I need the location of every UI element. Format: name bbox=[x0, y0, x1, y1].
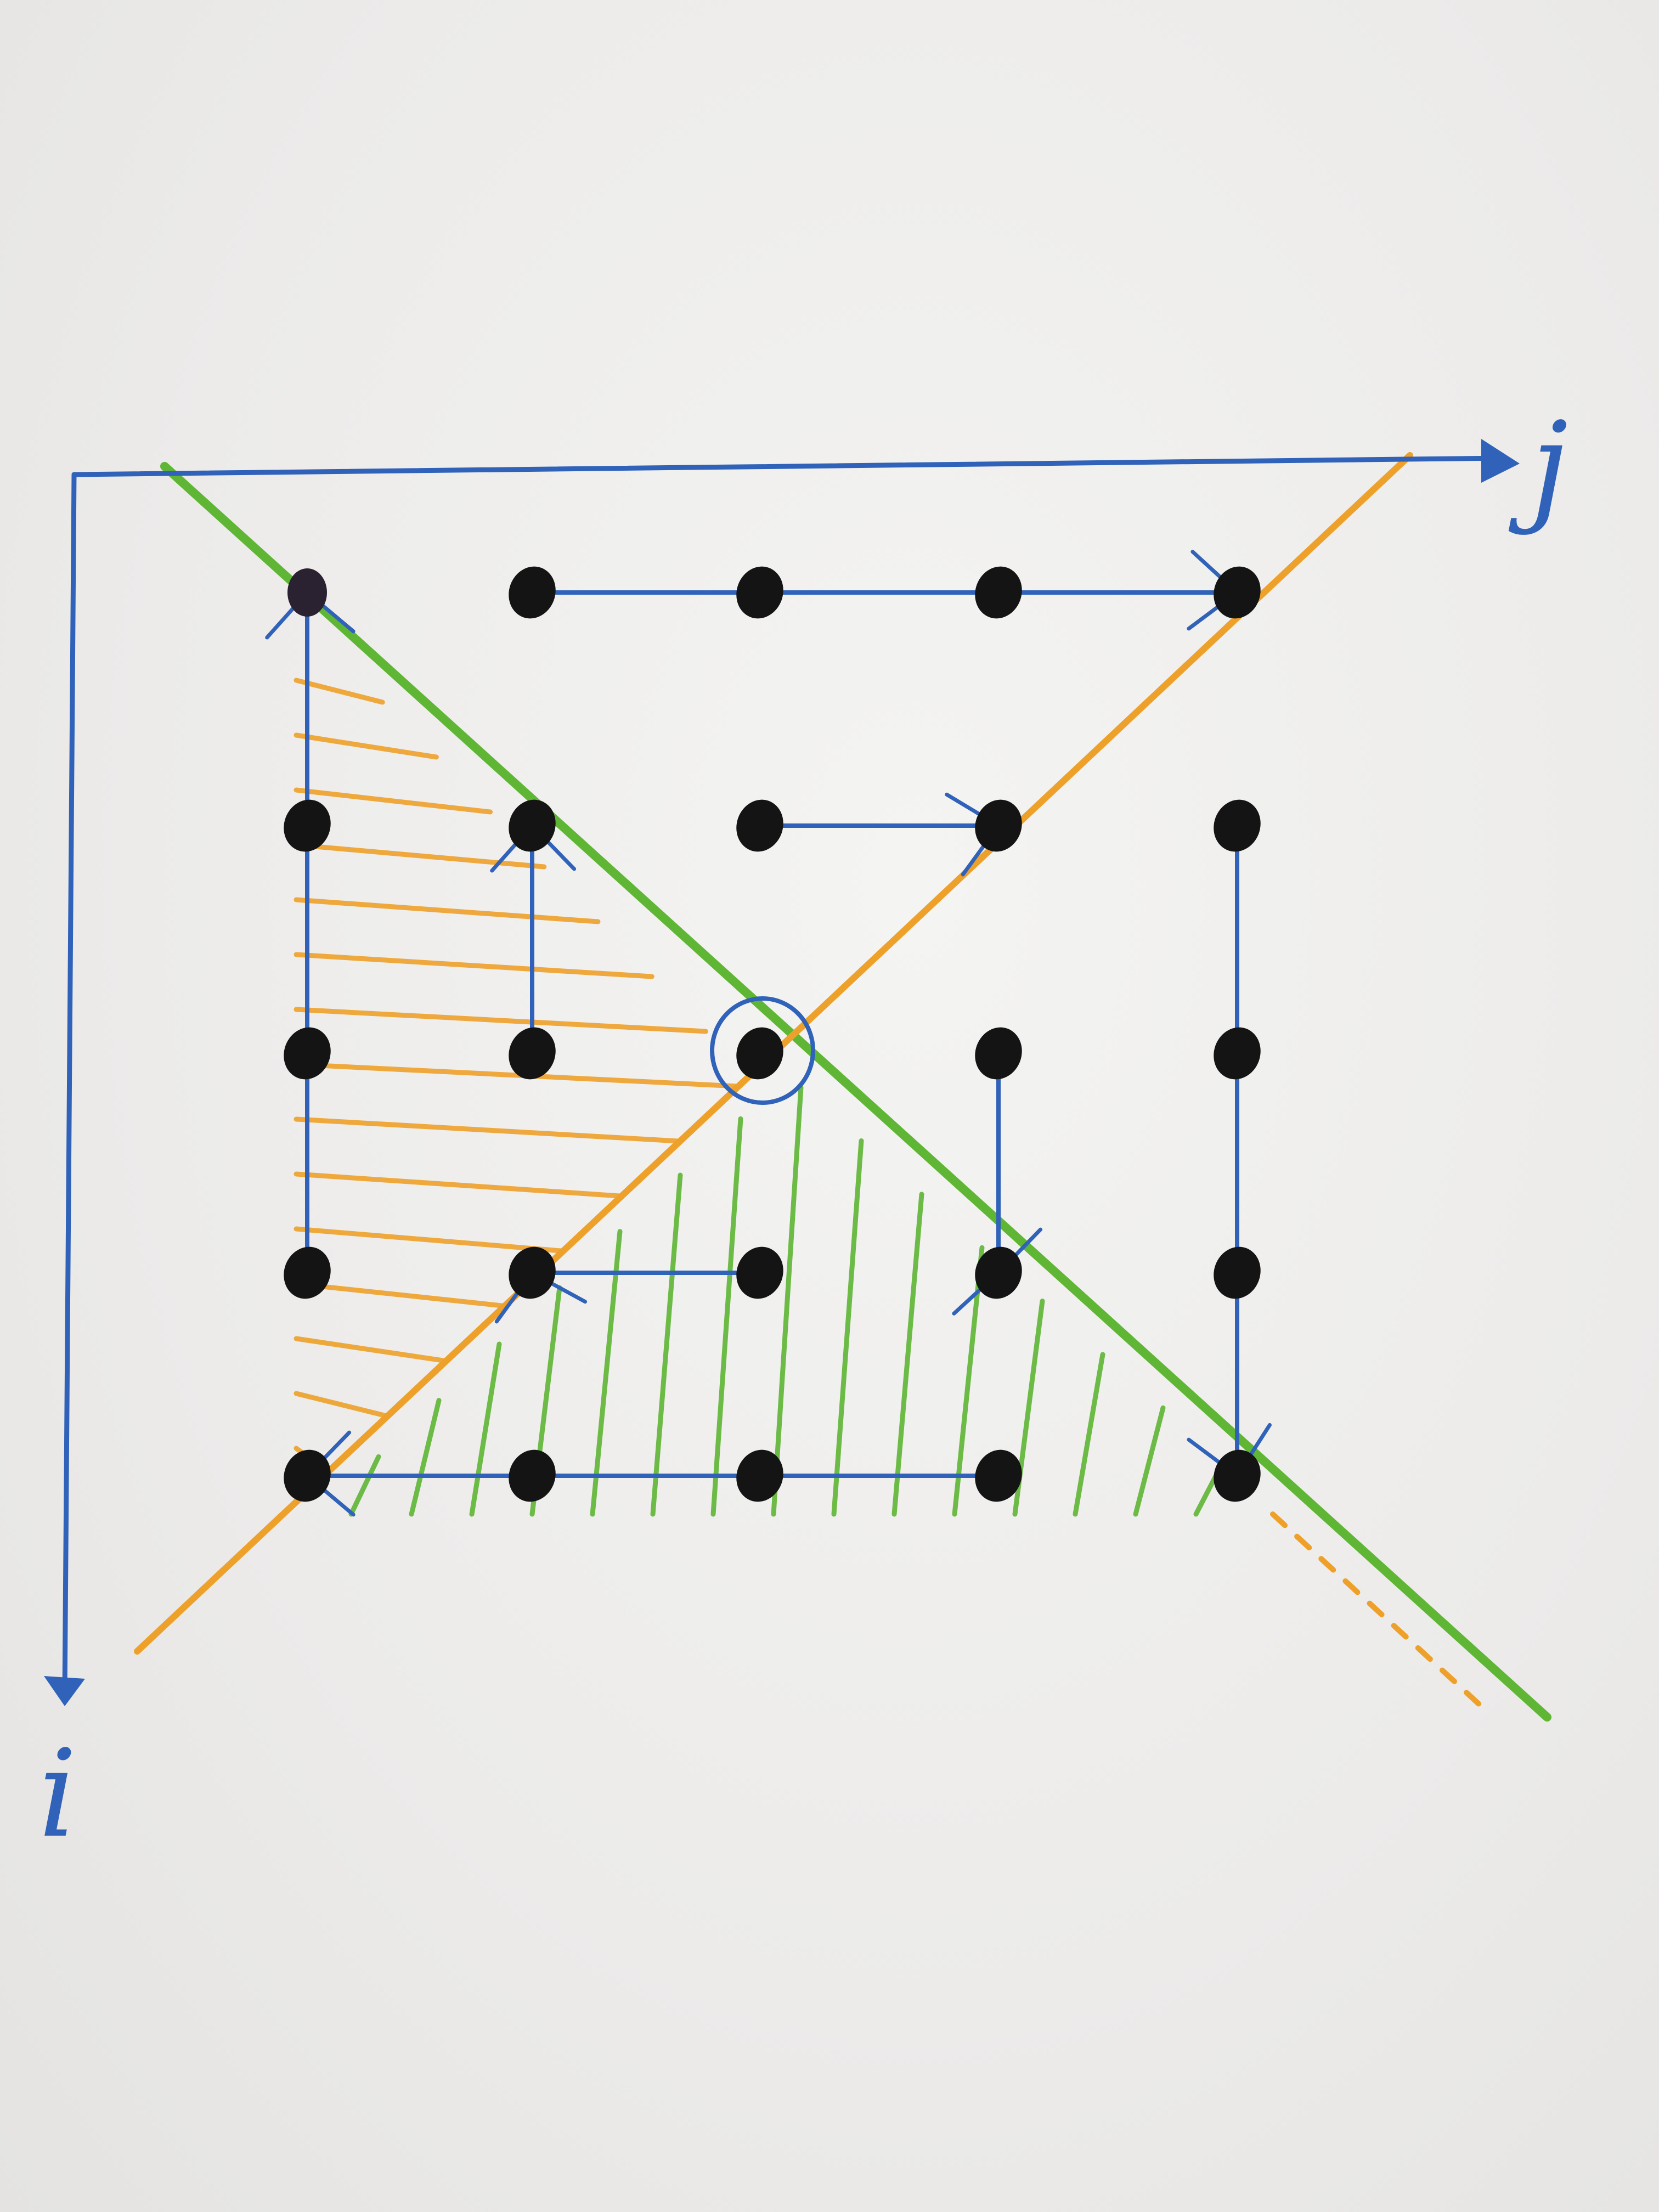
orange-hatch-stroke bbox=[294, 1116, 681, 1144]
orange-hatch-stroke bbox=[294, 1336, 446, 1363]
orange-hatch-stroke bbox=[294, 1391, 387, 1418]
green-hatch-stroke bbox=[469, 1341, 502, 1517]
i-axis-arrowhead bbox=[44, 1676, 85, 1706]
grid-points-layer bbox=[284, 566, 1261, 1502]
orange-hatch-stroke bbox=[294, 1281, 505, 1308]
j-axis-arrowhead bbox=[1481, 439, 1520, 483]
green-hatch-stroke bbox=[891, 1192, 924, 1517]
green-hatch-stroke bbox=[650, 1172, 683, 1517]
grid-point bbox=[509, 1449, 556, 1502]
j-axis-line bbox=[71, 455, 1506, 477]
grid-point bbox=[1214, 1246, 1261, 1299]
grid-point bbox=[284, 1449, 331, 1502]
orange-hatch-stroke bbox=[294, 732, 439, 760]
blue-paths-layer bbox=[265, 550, 1272, 1517]
grid-point bbox=[736, 1449, 783, 1502]
orange-hatch-stroke bbox=[294, 842, 547, 870]
grid-point bbox=[736, 799, 783, 852]
grid-point bbox=[975, 1449, 1022, 1502]
axis-label-i: i bbox=[38, 1724, 77, 1864]
orange-hatch-stroke bbox=[294, 678, 385, 705]
grid-point bbox=[975, 1246, 1022, 1299]
grid-point bbox=[1214, 799, 1261, 852]
diagonals-layer bbox=[134, 452, 1551, 1722]
green-hatch-stroke bbox=[1133, 1405, 1166, 1517]
hatching-layer bbox=[294, 678, 1226, 1517]
grid-point bbox=[1214, 1449, 1261, 1502]
green-hatch-stroke bbox=[710, 1116, 743, 1517]
grid-point bbox=[287, 568, 327, 617]
grid-point bbox=[736, 1246, 783, 1299]
orange-dashed-extension bbox=[1270, 1511, 1484, 1709]
orange-hatch-stroke bbox=[294, 1007, 708, 1034]
grid-point bbox=[975, 566, 1022, 619]
grid-point bbox=[509, 566, 556, 619]
grid-point bbox=[975, 799, 1022, 852]
grid-point bbox=[284, 1027, 331, 1080]
green-hatch-stroke bbox=[348, 1454, 381, 1517]
orange-hatch-stroke bbox=[294, 952, 654, 979]
i-axis-line bbox=[62, 472, 77, 1698]
orange-hatch-stroke bbox=[294, 897, 601, 924]
grid-point bbox=[284, 1246, 331, 1299]
grid-point bbox=[284, 799, 331, 852]
grid-point bbox=[1214, 566, 1261, 619]
green-diagonal-line bbox=[160, 462, 1551, 1722]
axis-label-j: j bbox=[1531, 396, 1568, 537]
green-hatch-stroke bbox=[1073, 1352, 1105, 1517]
green-hatch-stroke bbox=[590, 1229, 623, 1517]
axes-layer bbox=[44, 439, 1520, 1706]
green-hatch-stroke bbox=[831, 1138, 864, 1517]
grid-point bbox=[975, 1027, 1022, 1080]
grid-point bbox=[509, 799, 556, 852]
grid-point bbox=[509, 1027, 556, 1080]
orange-hatch-stroke bbox=[294, 787, 493, 815]
grid-point bbox=[736, 566, 783, 619]
orange-hatch-stroke bbox=[294, 1226, 563, 1254]
grid-point bbox=[1214, 1027, 1261, 1080]
green-hatch-stroke bbox=[771, 1085, 804, 1517]
orange-hatch-stroke bbox=[294, 1171, 622, 1199]
grid-point bbox=[736, 1027, 783, 1080]
green-hatch-stroke bbox=[409, 1398, 442, 1517]
orange-hatch-stroke bbox=[294, 1062, 740, 1089]
grid-point bbox=[509, 1246, 556, 1299]
highlight-circle bbox=[710, 996, 815, 1105]
